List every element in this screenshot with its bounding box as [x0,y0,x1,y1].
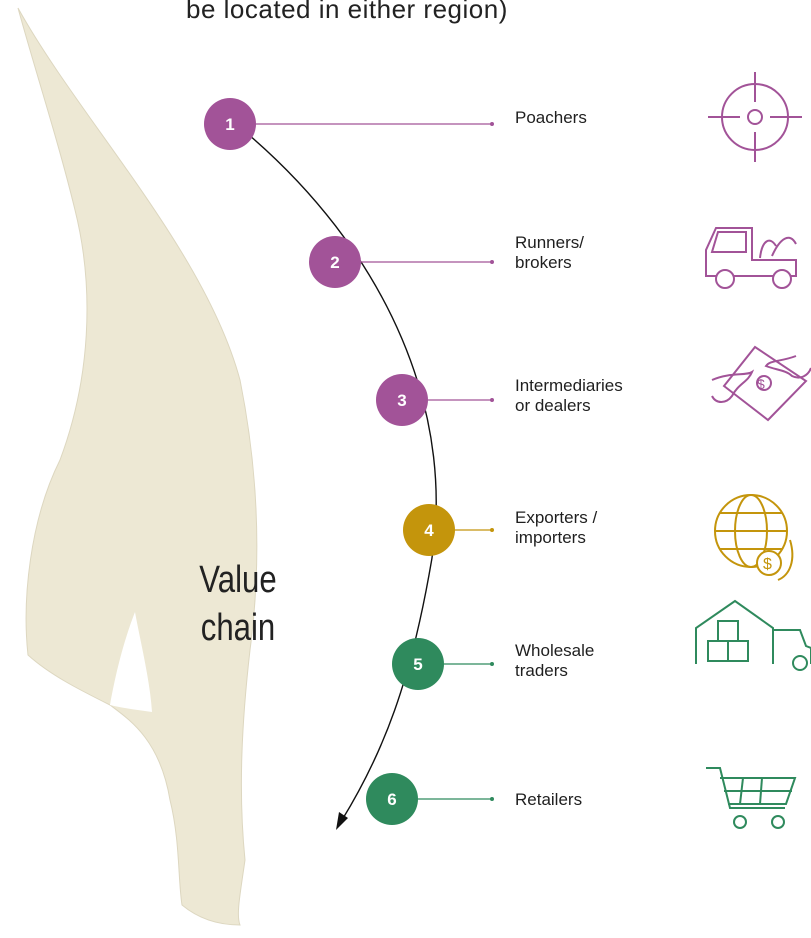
stage-number-2: 2 [330,253,339,272]
stage-label-line: or dealers [515,396,591,415]
stage-number-3: 3 [397,391,406,410]
stage-node-3 [376,374,428,426]
stage-icons: $ $ [695,72,811,829]
connector-dot-4 [490,528,494,532]
stage-label-line: Intermediaries [515,376,623,395]
stage-label-6: Retailers [515,790,582,810]
chain-arc [235,123,437,821]
stage-number-5: 5 [413,655,422,674]
pickup-truck-icon [705,227,797,289]
shopping-cart-icon [706,767,797,829]
stage-number-4: 4 [424,521,434,540]
connector-lines [230,122,494,801]
stage-label-line: Exporters / [515,508,598,527]
stage-label-line: brokers [515,253,572,272]
stage-node-5 [392,638,444,690]
stage-node-1 [204,98,256,150]
stage-label-2: Runners/brokers [515,233,584,273]
svg-text:$: $ [757,376,765,392]
tusk-shape [17,7,258,926]
warehouse-boxes-truck-icon [695,599,811,671]
stage-label-4: Exporters /importers [515,508,597,548]
connector-dot-5 [490,662,494,666]
tusk-notch [110,612,152,712]
connector-dot-1 [490,122,494,126]
arc-arrowhead [336,812,348,830]
stage-nodes: 1 2 3 4 5 6 [204,98,455,825]
value-chain-title-line2: chain [200,607,276,649]
stage-label-line: traders [515,661,568,680]
svg-text:$: $ [763,556,772,573]
value-chain-title-line1: Value [199,559,277,601]
stage-node-4 [403,504,455,556]
value-chain-title: Value chain [181,556,296,652]
stage-label-line: Runners/ [515,233,584,252]
stage-label-line: Retailers [515,790,583,809]
hands-exchanging-money-icon: $ [711,345,811,422]
header-caption-fragment: be located in either region) [186,0,508,24]
stage-label-1: Poachers [515,108,587,128]
connector-dot-3 [490,398,494,402]
globe-dollar-icon: $ [714,494,794,581]
crosshair-target-icon [708,72,802,162]
stage-node-6 [366,773,418,825]
connector-dot-6 [490,797,494,801]
stage-label-line: Poachers [515,108,587,127]
stage-number-1: 1 [225,115,234,134]
connector-dot-2 [490,260,494,264]
stage-node-2 [309,236,361,288]
stage-number-6: 6 [387,790,396,809]
stage-label-line: importers [515,528,586,547]
stage-label-line: Wholesale [515,641,595,660]
